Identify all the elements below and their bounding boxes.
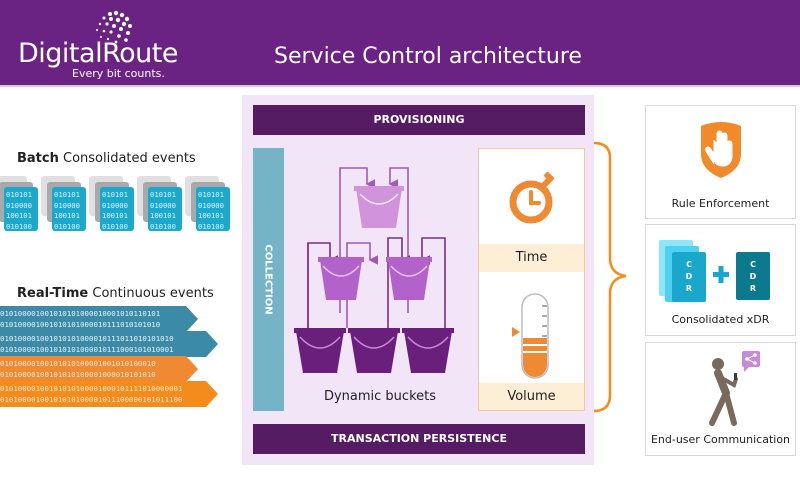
cdr-letter: C (686, 260, 692, 269)
realtime-stream-arrow: 010100001001010101000010001010110101 010… (0, 306, 198, 332)
stopwatch-icon (509, 172, 555, 224)
batch-card-line: 010101 (150, 190, 176, 199)
batch-card-line: 010101 (198, 190, 224, 199)
batch-card-line: 010101 (102, 190, 128, 199)
bucket-bottom-1-icon (294, 328, 346, 373)
batch-card-line: 100101 (102, 211, 128, 220)
logo-dots-icon (96, 10, 132, 44)
cdr-card-front (672, 252, 706, 302)
cdr-letters-right: C D R (750, 260, 757, 293)
batch-card-line: 010100 (6, 221, 32, 231)
bucket-middle-right-icon (386, 257, 432, 300)
cdr-icons: C D R C D R (659, 240, 770, 302)
header-divider (0, 85, 800, 87)
batch-card-line: 100101 (198, 211, 224, 220)
realtime-stream-arrow: 0101000010010101010000100010111101000000… (0, 381, 218, 407)
batch-card-line: 010101 (6, 190, 32, 199)
batch-card-line: 010101 (54, 190, 80, 199)
volume-label: Volume (479, 383, 584, 410)
cdr-letter: R (686, 284, 692, 293)
dynamic-buckets-label: Dynamic buckets (323, 389, 437, 404)
provisioning-bar: PROVISIONING (253, 105, 585, 135)
header-banner (0, 0, 800, 85)
page-title: Service Control architecture (274, 44, 582, 69)
shield-hand-icon (701, 122, 741, 178)
share-bubble-icon (742, 351, 760, 372)
cdr-card-consolidated (736, 252, 770, 300)
batch-card-line: 010000 (150, 200, 176, 210)
batch-card-line: 100101 (54, 211, 80, 220)
batch-card-line: 010100 (150, 221, 176, 231)
rule-enforcement-label: Rule Enforcement (671, 197, 770, 210)
bucket-top-icon (354, 186, 404, 228)
batch-card-line: 010000 (6, 200, 32, 210)
cdr-letters-left: C D R (686, 260, 693, 293)
realtime-label-bold: Real-Time (17, 286, 89, 301)
realtime-stream-arrow: 010100001001010101000010111011010101010 … (0, 331, 218, 357)
batch-card-line: 010000 (54, 200, 80, 210)
batch-card-line: 010000 (198, 200, 224, 210)
batch-card-line: 010000 (102, 200, 128, 210)
connector-lines-bottom (307, 237, 446, 328)
realtime-stream-arrow: 01010000100101010100001001010100010 0101… (0, 356, 198, 382)
logo-tagline: Every bit counts. (72, 67, 165, 80)
collection-bar (253, 148, 284, 411)
walking-person-phone-icon (709, 351, 760, 426)
consolidated-xdr-label: Consolidated xDR (671, 313, 770, 326)
plus-icon (713, 266, 729, 283)
bucket-bottom-2-icon (348, 328, 400, 373)
cdr-letter: R (750, 284, 756, 293)
cdr-letter: D (686, 272, 693, 281)
end-user-communication-label: End-user Communication (650, 433, 791, 446)
time-label: Time (479, 244, 584, 272)
realtime-label-rest: Continuous events (88, 286, 214, 301)
collection-label: COLLECTION (263, 244, 275, 315)
batch-card-line: 100101 (6, 211, 32, 220)
batch-label-bold: Batch (17, 151, 59, 166)
batch-card-line: 010100 (102, 221, 128, 231)
batch-label: Batch Consolidated events (17, 151, 196, 166)
batch-label-rest: Consolidated events (58, 151, 196, 166)
bucket-middle-left-icon (318, 257, 364, 300)
realtime-label: Real-Time Continuous events (17, 286, 214, 301)
logo-name: DigitalRoute (18, 38, 178, 69)
volume-gauge-icon (512, 293, 549, 379)
dynamic-buckets-diagram (294, 167, 454, 373)
cdr-letter: D (750, 272, 757, 281)
batch-card-line: 010100 (198, 221, 224, 231)
cdr-letter: C (750, 260, 756, 269)
curly-brace (593, 141, 627, 413)
batch-card-line: 010100 (54, 221, 80, 231)
batch-card-line: 100101 (150, 211, 176, 220)
bucket-bottom-3-icon (402, 328, 454, 373)
collection-label-wrap: COLLECTION (253, 148, 284, 411)
transaction-persistence-bar: TRANSACTION PERSISTENCE (253, 424, 585, 454)
